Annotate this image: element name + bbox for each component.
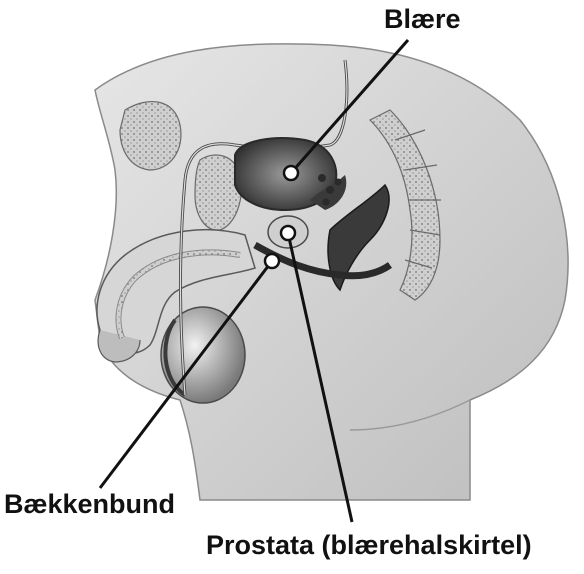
label-bladder: Blære [384, 6, 461, 33]
marker-bladder [284, 166, 298, 180]
marker-prostate [281, 226, 295, 240]
marker-pelvic-floor [265, 254, 279, 268]
label-prostate: Prostata (blærehalskirtel) [206, 532, 532, 559]
label-pelvic-floor: Bækkenbund [4, 491, 175, 518]
